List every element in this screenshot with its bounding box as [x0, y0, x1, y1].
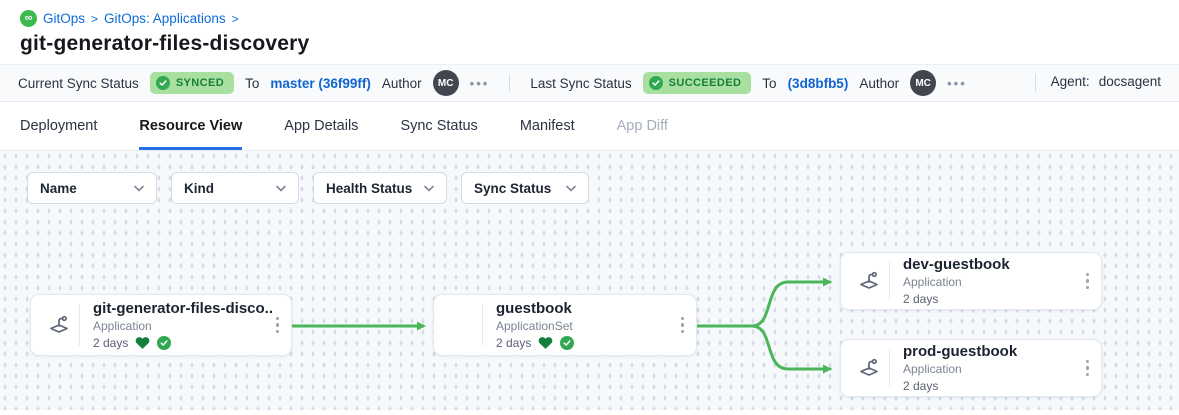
last-more-button[interactable]: ••• [947, 75, 967, 91]
node-git-generator-files-discovery[interactable]: git-generator-files-disco... Application… [30, 294, 292, 356]
filter-sync-status-label: Sync Status [474, 180, 552, 196]
card-divider [889, 349, 890, 387]
sync-status-bar: Current Sync Status SYNCED To master (36… [0, 64, 1179, 102]
status-divider [1034, 74, 1036, 92]
agent-label: Agent: [1050, 74, 1090, 89]
node-age: 2 days [903, 379, 939, 394]
last-sync-segment: Last Sync Status SUCCEEDED To (3d8bfb5) … [530, 70, 966, 96]
tab-manifest[interactable]: Manifest [519, 117, 575, 134]
node-kebab-menu[interactable] [679, 313, 687, 338]
breadcrumb-separator: > [91, 11, 99, 26]
breadcrumb-link-gitops[interactable]: GitOps [43, 11, 86, 26]
tab-resource-view[interactable]: Resource View [139, 102, 243, 150]
succeeded-badge: SUCCEEDED [642, 72, 752, 94]
filter-sync-status-dropdown[interactable]: Sync Status [461, 172, 589, 204]
last-sync-label: Last Sync Status [530, 75, 632, 91]
check-circle-icon [648, 76, 663, 90]
synced-badge-label: SYNCED [175, 77, 225, 89]
chevron-down-icon [566, 185, 576, 192]
succeeded-badge-label: SUCCEEDED [668, 77, 742, 89]
argo-application-icon [39, 313, 79, 337]
node-guestbook[interactable]: guestbook ApplicationSet 2 days [433, 294, 697, 356]
current-more-button[interactable]: ••• [469, 75, 490, 91]
sync-check-icon [157, 336, 172, 351]
node-kebab-menu[interactable] [1084, 269, 1092, 294]
card-divider [482, 304, 483, 346]
filter-name-dropdown[interactable]: Name [27, 172, 157, 204]
card-divider [79, 304, 80, 346]
node-dev-guestbook[interactable]: dev-guestbook Application 2 days [840, 252, 1102, 310]
breadcrumb: ∞ GitOps > GitOps: Applications > [20, 10, 1159, 27]
filter-bar: Name Kind Health Status Sync Status [27, 172, 589, 204]
filter-name-label: Name [40, 180, 77, 196]
health-heart-icon [539, 337, 553, 350]
breadcrumb-separator: > [231, 11, 239, 26]
current-commit-link[interactable]: master (36f99ff) [270, 75, 371, 91]
node-kind: Application [93, 319, 152, 334]
health-heart-icon [136, 337, 150, 350]
gitops-logo-icon: ∞ [20, 10, 37, 27]
node-title: prod-guestbook [903, 342, 1018, 360]
tab-app-diff: App Diff [616, 117, 668, 134]
current-author-label: Author [381, 75, 422, 91]
check-circle-icon [155, 76, 170, 90]
current-sync-label: Current Sync Status [18, 75, 139, 91]
breadcrumb-link-applications[interactable]: GitOps: Applications [104, 11, 226, 26]
tab-app-details[interactable]: App Details [284, 117, 359, 134]
card-divider [889, 262, 890, 300]
node-title: guestbook [496, 299, 572, 317]
node-kebab-menu[interactable] [274, 313, 282, 338]
tab-bar: Deployment Resource View App Details Syn… [0, 102, 1179, 151]
chevron-down-icon [276, 185, 286, 192]
status-divider [509, 74, 511, 92]
chevron-down-icon [424, 185, 434, 192]
node-kind: Application [903, 275, 962, 290]
page-header: ∞ GitOps > GitOps: Applications > git-ge… [0, 0, 1179, 64]
node-kind: Application [903, 362, 962, 377]
resource-graph-canvas[interactable]: Name Kind Health Status Sync Status [0, 151, 1179, 410]
node-kebab-menu[interactable] [1084, 356, 1092, 381]
node-prod-guestbook[interactable]: prod-guestbook Application 2 days [840, 339, 1102, 397]
sync-check-icon [560, 336, 575, 351]
filter-kind-dropdown[interactable]: Kind [171, 172, 299, 204]
last-author-avatar: MC [910, 70, 937, 96]
chevron-down-icon [134, 185, 144, 192]
tab-sync-status[interactable]: Sync Status [400, 117, 478, 134]
node-title: dev-guestbook [903, 255, 1010, 273]
node-kind: ApplicationSet [496, 319, 573, 334]
synced-badge: SYNCED [149, 72, 235, 94]
last-to-label: To [762, 75, 777, 91]
argo-application-icon [849, 356, 889, 380]
graph-edges [292, 277, 832, 374]
current-sync-segment: Current Sync Status SYNCED To master (36… [18, 70, 489, 96]
last-author-label: Author [859, 75, 900, 91]
filter-health-status-label: Health Status [326, 180, 413, 196]
filter-kind-label: Kind [184, 180, 214, 196]
last-commit-link[interactable]: (3d8bfb5) [787, 75, 849, 91]
agent-segment: Agent: docsagent [1029, 74, 1161, 92]
page-title: git-generator-files-discovery [20, 32, 310, 55]
current-to-label: To [245, 75, 260, 91]
current-author-avatar: MC [432, 70, 459, 96]
node-age: 2 days [496, 336, 532, 351]
argo-application-icon [849, 269, 889, 293]
node-age: 2 days [93, 336, 129, 351]
agent-value: docsagent [1098, 74, 1161, 89]
filter-health-status-dropdown[interactable]: Health Status [313, 172, 447, 204]
node-title: git-generator-files-disco... [93, 299, 274, 317]
node-age: 2 days [903, 292, 939, 307]
tab-deployment[interactable]: Deployment [20, 117, 98, 134]
